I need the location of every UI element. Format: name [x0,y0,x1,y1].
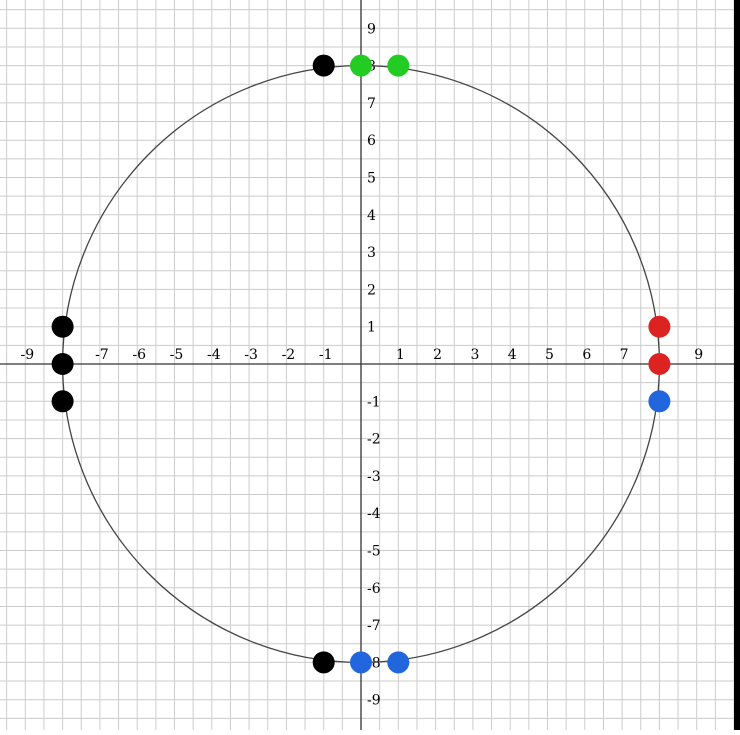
x-tick-label: 4 [508,347,517,363]
y-tick-label: -2 [367,432,381,448]
x-tick-label: -5 [170,347,184,363]
x-tick-label: -1 [319,347,333,363]
data-point [350,54,372,77]
data-point [648,315,671,338]
y-tick-label: 6 [367,133,376,149]
x-tick-label: 2 [433,347,442,363]
x-tick-label: 1 [396,347,405,363]
y-tick-label: 4 [367,208,376,224]
data-point [51,390,74,413]
y-tick-label: 2 [367,282,376,298]
data-point [387,651,410,674]
y-tick-label: 5 [367,171,376,187]
data-point [312,651,335,674]
points-layer [51,54,671,674]
data-point [648,390,671,413]
x-tick-label: 3 [470,347,479,363]
y-tick-label: -4 [367,506,381,522]
x-tick-label: -6 [132,347,146,363]
x-tick-label: 5 [545,347,554,363]
y-tick-label: -7 [367,618,381,634]
data-point [350,651,372,674]
y-tick-label: 1 [367,320,376,336]
y-tick-label: -9 [367,693,381,709]
x-tick-label: 9 [694,347,703,363]
y-tick-label: -6 [367,581,381,597]
y-tick-label: -1 [367,394,381,410]
data-point [648,353,671,375]
y-tick-label: 7 [367,96,376,112]
y-tick-label: -5 [367,544,381,560]
x-tick-label: -9 [20,347,34,363]
data-point [312,54,335,77]
data-point [51,353,74,375]
y-tick-label: 3 [367,245,376,261]
window-edge [734,0,740,730]
data-point [387,54,410,77]
x-tick-label: -3 [244,347,258,363]
y-tick-labels: 987654321-1-2-3-4-5-6-7-8-9 [367,21,381,708]
x-tick-label: 7 [620,347,629,363]
x-tick-labels: -9 -7 -6 -5 -4 -3 -2 -1 1 2 3 4 5 6 7 9 [20,347,703,363]
y-tick-label: -3 [367,469,381,485]
x-tick-label: 6 [582,347,591,363]
y-tick-label: 9 [367,21,376,37]
x-tick-label: -2 [282,347,296,363]
x-tick-label: -4 [207,347,221,363]
data-point [51,315,74,338]
x-tick-label: -7 [95,347,109,363]
